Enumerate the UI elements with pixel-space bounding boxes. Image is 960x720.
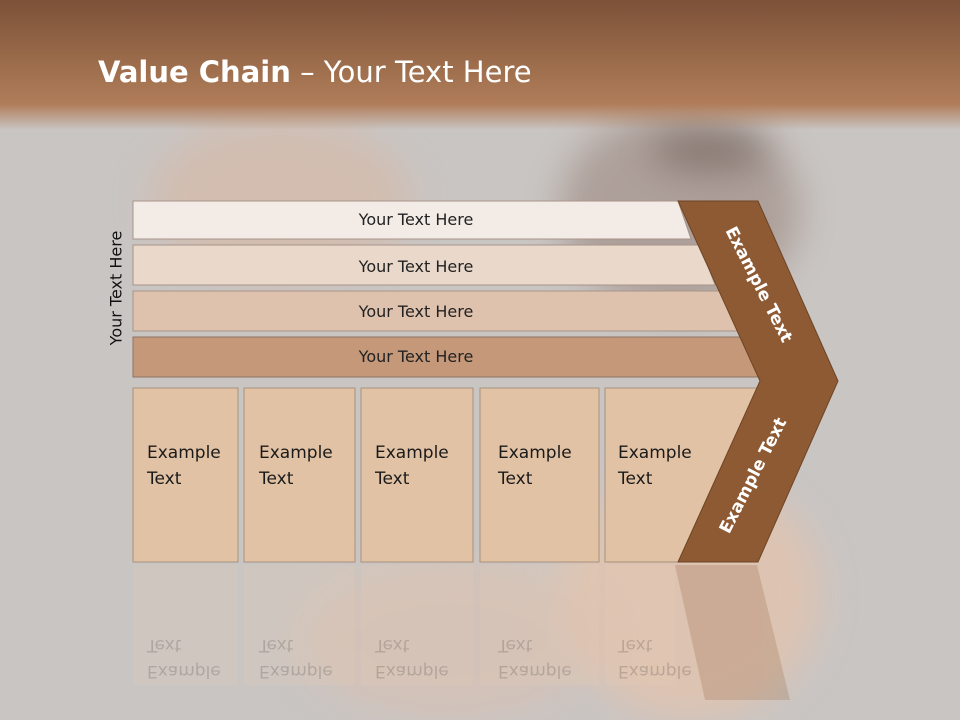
columns-reflection: [133, 565, 790, 700]
support-bar-1-label: Your Text Here: [358, 210, 474, 229]
column-2: [243, 387, 356, 563]
column-4-line-2: Text: [498, 469, 533, 489]
margin-arrow: [677, 200, 839, 563]
column-1: [132, 387, 239, 563]
column-1-line-1: Example: [147, 443, 221, 463]
support-bar-1: [132, 200, 692, 240]
column-4-line-1: Example: [498, 443, 572, 463]
support-bar-2: [132, 244, 716, 286]
column-5-line-1: Example: [618, 443, 692, 463]
column-2-line-1: Example: [259, 443, 333, 463]
header-band: [0, 0, 960, 130]
column-5-line-2: Text: [618, 469, 653, 489]
column-3-line-1: Example: [375, 443, 449, 463]
support-bar-4-label: Your Text Here: [358, 347, 474, 366]
support-bar-2-label: Your Text Here: [358, 257, 474, 276]
column-4: [479, 387, 600, 563]
title-rest: – Your Text Here: [290, 55, 532, 89]
title-bold: Value Chain: [98, 55, 291, 89]
support-bar-3-label: Your Text Here: [358, 302, 474, 321]
column-3-line-2: Text: [375, 469, 410, 489]
column-3: [360, 387, 474, 563]
column-2-line-2: Text: [259, 469, 294, 489]
column-1-line-2: Text: [147, 469, 182, 489]
slide-title: Value Chain – Your Text Here: [98, 55, 532, 89]
